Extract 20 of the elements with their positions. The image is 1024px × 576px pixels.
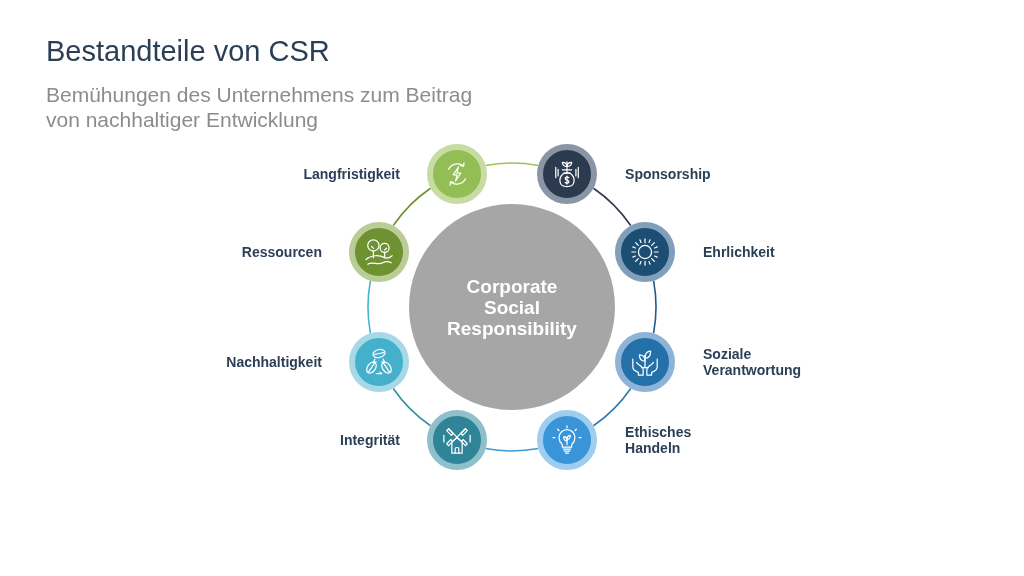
category-label: Ehrlichkeit [703,243,775,260]
slide-subtitle: Bemühungen des Unternehmens zum Beitrag von nachhaltiger Entwicklung [46,82,474,132]
connector-arc [592,387,632,427]
connector-arc [367,279,372,335]
connector-arc [392,187,432,227]
category-label: Soziale Verantwortung [703,346,803,379]
connector-arc [484,447,540,452]
category-label: Ethisches Handeln [625,424,693,457]
slide-title: Bestandteile von CSR [46,34,330,69]
category-label: Ressourcen [241,243,322,260]
category-label: Nachhaltigkeit [226,354,322,371]
category-label: Langfristigkeit [303,165,400,182]
connector-arc [652,279,657,335]
connector-arc [392,387,432,427]
hub-circle [409,204,615,410]
category-label: Sponsorship [625,165,711,182]
connector-arc [592,187,632,227]
category-label: Integrität [340,432,400,449]
connector-arc [484,162,540,167]
hub-title: Corporate Social Responsibility [446,275,578,339]
